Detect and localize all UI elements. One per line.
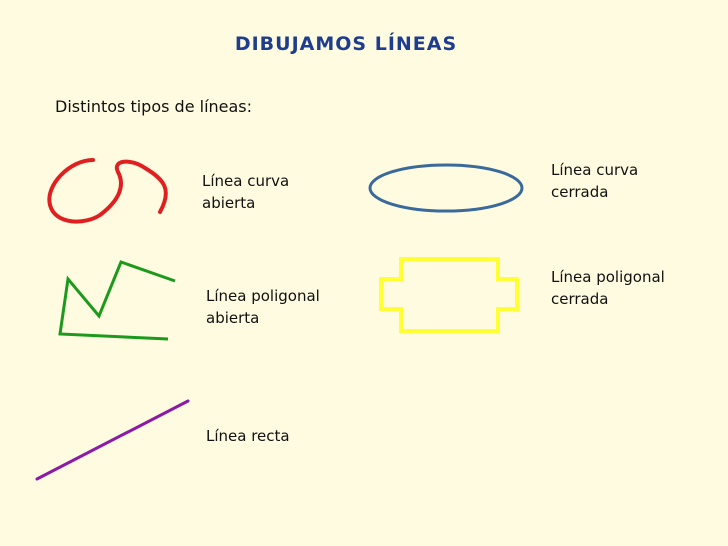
page-title: DIBUJAMOS LÍNEAS — [234, 33, 458, 55]
label-closed-curve: Línea curva cerrada — [551, 161, 639, 201]
label-open-polygonal: Línea poligonal abierta — [206, 287, 320, 327]
subtitle: Distintos tipos de líneas: — [55, 97, 253, 116]
open-polygonal-line — [58, 260, 176, 341]
label-straight-line: Línea recta — [206, 427, 290, 445]
label-closed-polygonal: Línea poligonal cerrada — [551, 268, 665, 308]
closed-curve-line — [368, 163, 524, 213]
label-open-curve: Línea curva abierta — [202, 172, 290, 212]
open-curve-line — [47, 158, 168, 224]
straight-line — [35, 399, 190, 481]
closed-polygonal-line — [379, 257, 519, 333]
